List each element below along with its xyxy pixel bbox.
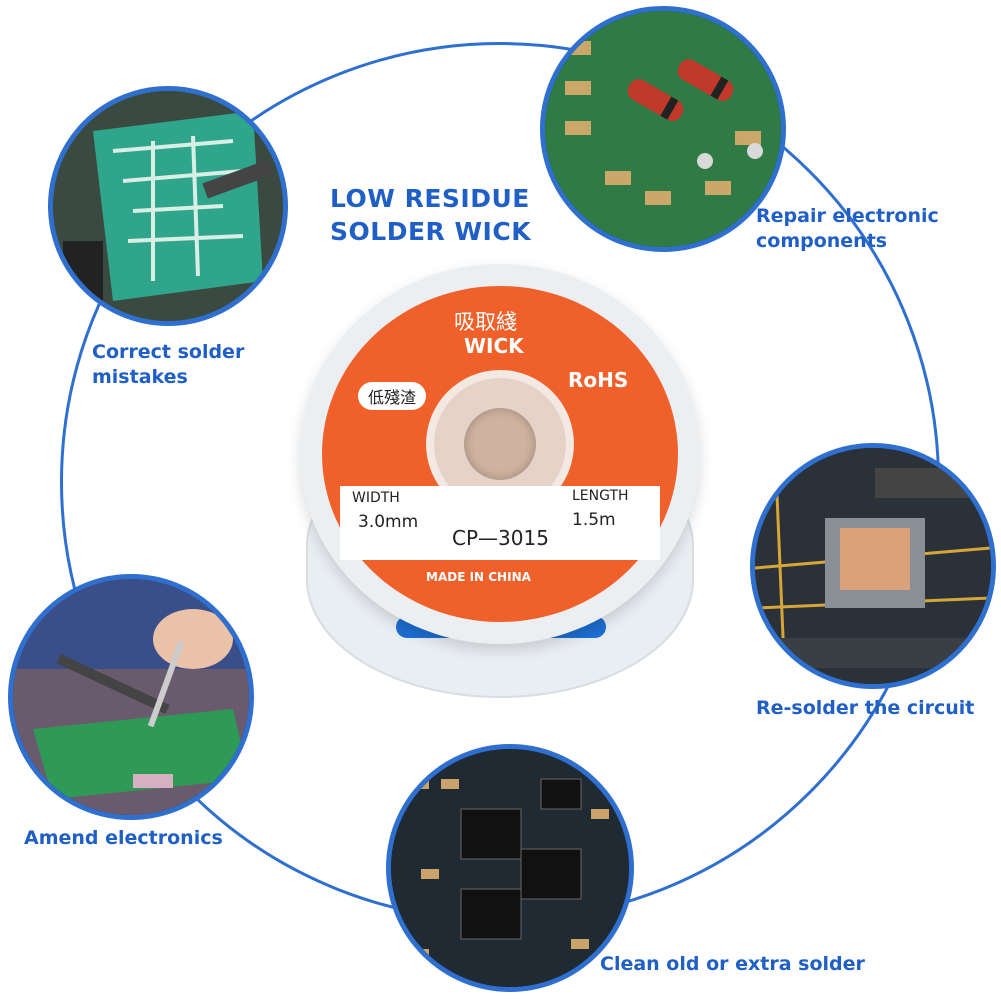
soldering-pcb-icon (48, 86, 288, 326)
hands-soldering-icon (8, 574, 254, 820)
spool-rohs: RoHS (568, 368, 629, 392)
spool-label: 吸取綫 WICK 低殘渣 RoHS WIDTH 3.0mm LENGTH 1.5… (322, 286, 678, 622)
spool-origin: MADE IN CHINA (426, 570, 531, 584)
feature-label-line1: Amend electronics (24, 827, 223, 849)
feature-label-line2: mistakes (92, 366, 188, 388)
spool-spec-band: WIDTH 3.0mm LENGTH 1.5m CP—3015 (340, 486, 660, 560)
spool-width-value: 3.0mm (358, 512, 419, 532)
headline: LOW RESIDUE SOLDER WICK (330, 182, 540, 248)
spool-length-value: 1.5m (572, 510, 616, 530)
feature-amend-electronics: Amend electronics (24, 826, 223, 851)
feature-label-line2: components (756, 230, 888, 252)
feature-resolder-circuit: Re-solder the circuit (756, 696, 974, 721)
feature-clean-solder: Clean old or extra solder (600, 952, 865, 977)
feature-repair-components: Repair electronic components (756, 204, 939, 254)
spool-model: CP—3015 (452, 526, 549, 550)
spool-brand: WICK (464, 334, 524, 358)
spool-length-label: LENGTH (572, 488, 629, 504)
feature-label-line1: Repair electronic (756, 205, 939, 227)
spool-cn-title: 吸取綫 (454, 310, 517, 334)
feature-label-line1: Re-solder the circuit (756, 697, 975, 719)
smd-chips-icon (386, 744, 634, 992)
feature-label-line1: Correct solder (92, 341, 245, 363)
solder-wick-spool: 吸取綫 WICK 低殘渣 RoHS WIDTH 3.0mm LENGTH 1.5… (296, 258, 704, 718)
cpu-socket-icon (750, 443, 996, 689)
spool-face: 吸取綫 WICK 低殘渣 RoHS WIDTH 3.0mm LENGTH 1.5… (300, 264, 700, 644)
feature-label-line1: Clean old or extra solder (600, 953, 865, 975)
spool-cn-badge: 低殘渣 (358, 382, 427, 410)
diode-pcb-icon (540, 6, 786, 252)
spool-width-label: WIDTH (352, 490, 400, 506)
headline-line2: SOLDER WICK (330, 217, 532, 246)
feature-correct-solder: Correct solder mistakes (92, 340, 244, 390)
headline-line1: LOW RESIDUE (330, 184, 530, 213)
